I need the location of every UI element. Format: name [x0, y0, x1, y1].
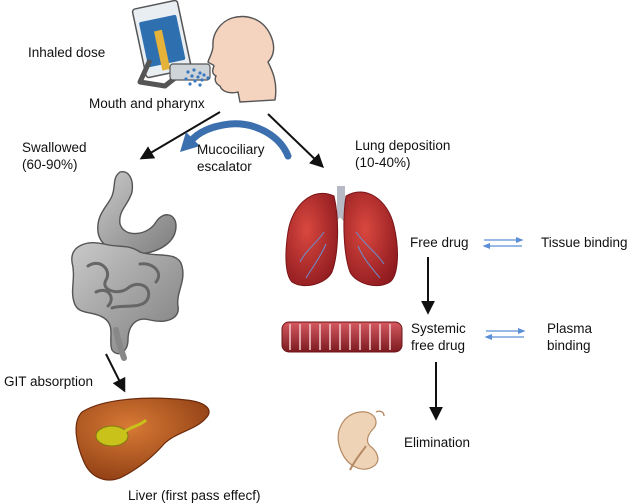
- flow-arrows: [105, 111, 443, 421]
- label-plasma-line1: Plasma: [547, 321, 593, 336]
- label-plasma-binding: Plasma binding: [547, 320, 592, 354]
- head-profile-icon: [207, 15, 277, 103]
- equilibrium-arrows-plasma: [484, 327, 526, 341]
- aerosol-spray-icon: [184, 68, 210, 87]
- label-git-absorption: GIT absorption: [4, 374, 94, 389]
- label-mucociliary-line1: Mucociliary: [197, 142, 265, 157]
- label-mucociliary-line2: escalator: [197, 159, 252, 174]
- label-tissue-binding: Tissue binding: [541, 235, 628, 250]
- lungs-icon: [285, 186, 398, 287]
- label-swallowed-line1: Swallowed: [22, 140, 87, 155]
- label-swallowed-line2: (60-90%): [22, 157, 78, 172]
- label-swallowed: Swallowed (60-90%): [22, 139, 87, 173]
- label-inhaled-dose: Inhaled dose: [28, 45, 106, 60]
- label-systemic-free-drug: Systemic free drug: [411, 320, 466, 354]
- label-plasma-line2: binding: [547, 338, 591, 353]
- equilibrium-arrows-tissue: [482, 236, 524, 250]
- inhaler-icon: [131, 0, 211, 89]
- label-free-drug: Free drug: [410, 235, 469, 250]
- label-mucociliary: Mucociliary escalator: [197, 141, 265, 175]
- arrow-to-lung: [267, 113, 325, 168]
- arrow-gut-to-liver: [105, 353, 126, 393]
- blood-vessel-icon: [281, 321, 403, 353]
- label-liver: Liver (first pass effecf): [128, 488, 261, 503]
- label-mouth-pharynx: Mouth and pharynx: [89, 96, 205, 111]
- label-systemic-line1: Systemic: [411, 321, 466, 336]
- digestive-tract-icon: [71, 171, 184, 361]
- label-elimination: Elimination: [404, 435, 471, 450]
- kidney-icon: [337, 410, 385, 471]
- mucociliary-escalator-arrow: [180, 120, 292, 160]
- arrow-to-swallowed: [139, 111, 221, 160]
- liver-icon: [75, 397, 210, 481]
- label-systemic-line2: free drug: [411, 338, 466, 353]
- label-lung-deposition-line1: Lung deposition: [355, 138, 451, 153]
- label-lung-deposition-line2: (10-40%): [355, 155, 411, 170]
- label-lung-deposition: Lung deposition (10-40%): [355, 137, 450, 171]
